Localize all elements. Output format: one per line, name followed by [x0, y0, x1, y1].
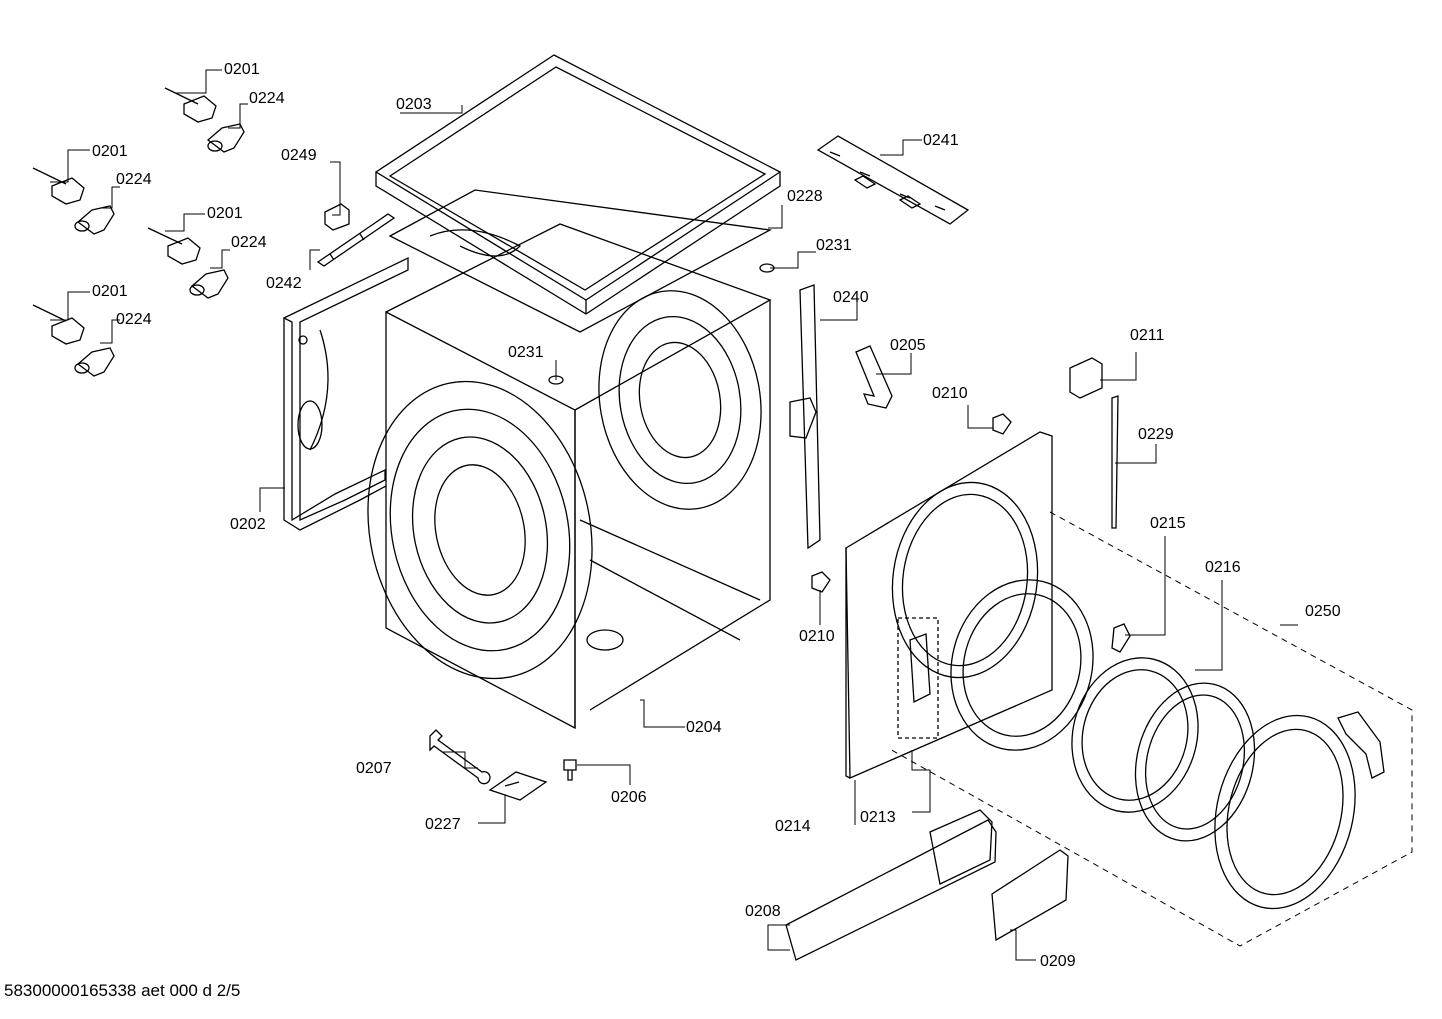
label-0211: 0211: [1130, 327, 1165, 344]
drawer-cover: [991, 849, 1069, 942]
label-0224-a: 0224: [249, 90, 285, 107]
label-0224-d: 0224: [116, 311, 152, 328]
bracket-0205: [855, 345, 893, 409]
insulation-mat: [388, 189, 773, 333]
label-0231-a: 0231: [816, 237, 852, 254]
door-handle: [1337, 711, 1385, 779]
label-0205: 0205: [890, 337, 926, 354]
clip-0210-top: [992, 413, 1012, 435]
document-code: 58300000165338 aet 000 d 2/5: [4, 981, 241, 1000]
label-0224-b: 0224: [116, 171, 152, 188]
door-ring-outer-inner: [1226, 728, 1344, 896]
label-0249: 0249: [281, 147, 317, 164]
detergent-drawer: [785, 809, 997, 961]
label-0227: 0227: [425, 816, 461, 833]
door-glass-bowl-inner: [1081, 669, 1189, 801]
leader-lines: [50, 69, 1298, 961]
label-0213: 0213: [860, 809, 896, 826]
adjustable-foot-group-4: [32, 304, 115, 377]
label-0210-b: 0210: [799, 628, 835, 645]
latch-0211: [1069, 357, 1103, 399]
label-0208: 0208: [745, 903, 781, 920]
label-0250: 0250: [1305, 603, 1341, 620]
label-0216: 0216: [1205, 559, 1241, 576]
wrench: [429, 729, 491, 785]
rail-0242: [316, 213, 396, 267]
clip-0249: [324, 203, 350, 231]
top-cover: [374, 54, 782, 315]
label-0201-b: 0201: [92, 143, 128, 160]
cap-0231-a: [759, 263, 775, 273]
label-0202: 0202: [230, 516, 266, 533]
clip-0210-bottom: [811, 571, 831, 593]
door-glass-bowl: [1071, 657, 1199, 813]
label-0206: 0206: [611, 789, 647, 806]
label-0201-d: 0201: [92, 283, 128, 300]
front-panel: [845, 431, 1053, 779]
side-panel: [282, 256, 409, 531]
label-0201-a: 0201: [224, 61, 260, 78]
label-0203: 0203: [396, 96, 432, 113]
cabinet-housing: [367, 223, 772, 730]
label-0228: 0228: [787, 188, 823, 205]
door-frame-inner: [950, 579, 1094, 751]
label-0231-b: 0231: [508, 344, 544, 361]
label-0210-a: 0210: [932, 385, 968, 402]
label-0207: 0207: [356, 760, 392, 777]
adjustable-foot-group-2: [32, 167, 115, 235]
adjustable-foot-group-1: [164, 87, 245, 153]
hinge-0215: [1111, 623, 1131, 653]
cap-0231-b: [548, 375, 564, 385]
label-0229: 0229: [1138, 426, 1174, 443]
label-0209: 0209: [1040, 953, 1076, 970]
door-ring-0216-inner: [1144, 694, 1246, 830]
label-0224-c: 0224: [231, 234, 267, 251]
door-ring-outer: [1214, 714, 1356, 910]
label-0241: 0241: [923, 132, 959, 149]
traverse: [816, 135, 970, 225]
label-0214: 0214: [775, 818, 811, 835]
transport-bracket: [488, 771, 548, 801]
adjustable-foot-group-3: [147, 227, 229, 299]
label-0242: 0242: [266, 275, 302, 292]
wire-0229: [1111, 395, 1119, 529]
door-assembly-dashed-outline: [887, 511, 1413, 947]
strut: [789, 284, 821, 550]
label-0215: 0215: [1150, 515, 1186, 532]
adjustable-foot-0206: [563, 759, 577, 781]
door-frame-inner-2: [962, 593, 1082, 737]
door-ring-0216: [1134, 682, 1256, 842]
label-0204: 0204: [686, 719, 722, 736]
label-0201-c: 0201: [207, 205, 243, 222]
label-0240: 0240: [833, 289, 869, 306]
